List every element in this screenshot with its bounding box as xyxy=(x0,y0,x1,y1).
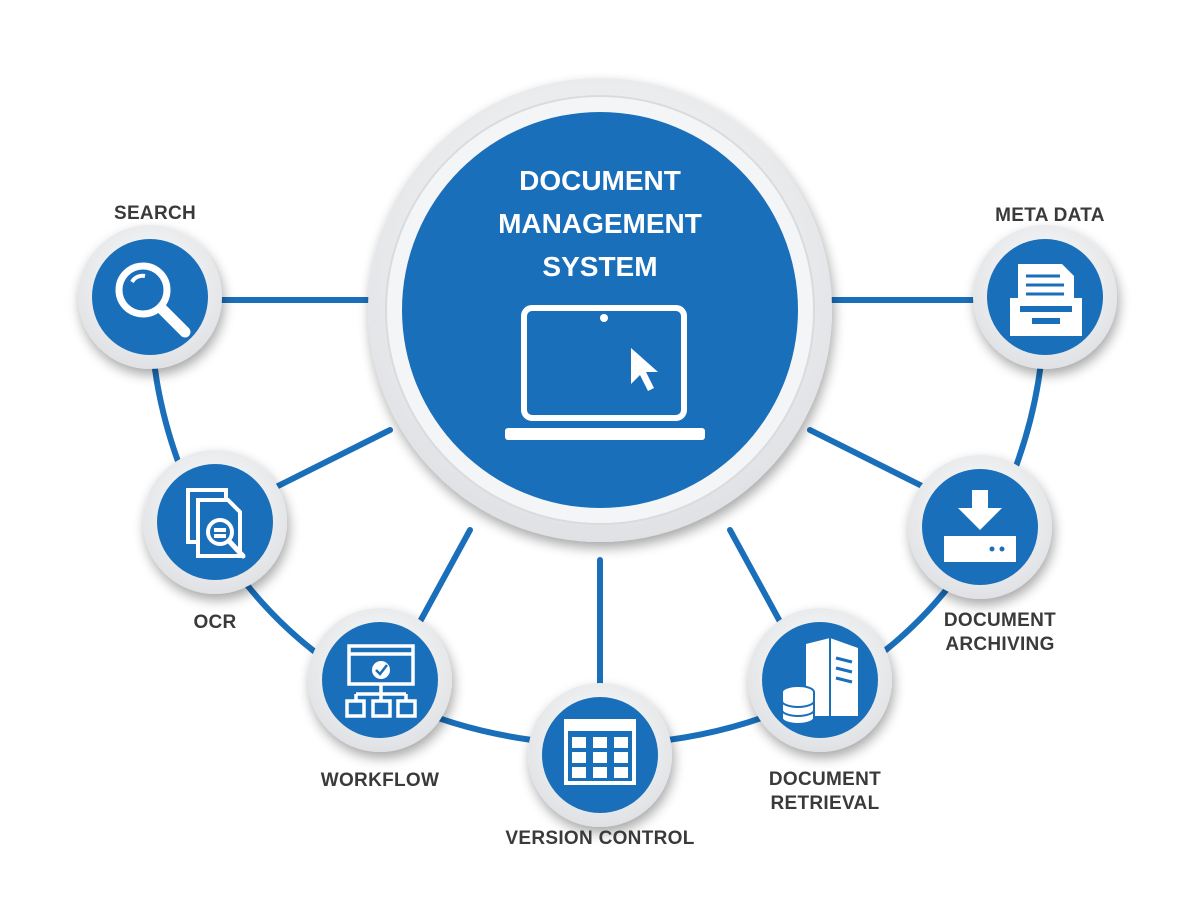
label-document-archiving-line-2: ARCHIVING xyxy=(945,634,1055,655)
spoke-archiving xyxy=(807,427,933,493)
label-document-retrieval: DOCUMENT RETRIEVAL xyxy=(755,768,895,816)
workflow-icon xyxy=(345,644,417,718)
label-document-retrieval-line-1: DOCUMENT xyxy=(768,769,882,790)
label-meta-data: META DATA xyxy=(980,204,1120,228)
center-title-line-2: MANAGEMENT xyxy=(498,208,702,239)
file-drawer-icon xyxy=(1010,264,1082,336)
label-document-archiving: DOCUMENT ARCHIVING xyxy=(930,609,1070,657)
node-document-archiving xyxy=(908,455,1052,599)
label-meta-data-text: META DATA xyxy=(995,205,1105,226)
label-document-archiving-line-1: DOCUMENT xyxy=(943,610,1057,631)
magnifier-icon xyxy=(115,262,191,338)
download-tray-icon xyxy=(944,490,1016,562)
node-meta-data xyxy=(973,225,1117,369)
label-search: SEARCH xyxy=(100,202,210,226)
spoke-ocr xyxy=(267,427,393,493)
laptop-cursor-icon xyxy=(505,305,705,440)
label-version-control: VERSION CONTROL xyxy=(490,827,710,851)
grid-calendar-icon xyxy=(564,719,636,785)
label-ocr-text: OCR xyxy=(193,612,237,633)
node-workflow xyxy=(308,608,452,752)
center-title-line-1: DOCUMENT xyxy=(519,165,681,196)
label-workflow-text: WORKFLOW xyxy=(320,770,440,791)
node-search xyxy=(78,225,222,369)
center-node: DOCUMENT MANAGEMENT SYSTEM xyxy=(368,78,832,542)
node-version-control xyxy=(528,683,672,827)
center-title-line-3: SYSTEM xyxy=(542,251,657,282)
server-database-icon xyxy=(781,638,858,725)
label-workflow: WORKFLOW xyxy=(310,769,450,793)
node-ocr xyxy=(143,450,287,594)
label-search-text: SEARCH xyxy=(113,203,197,224)
node-document-retrieval xyxy=(748,608,892,752)
label-document-retrieval-line-2: RETRIEVAL xyxy=(770,793,880,814)
label-ocr: OCR xyxy=(170,611,260,635)
document-scan-icon xyxy=(186,488,246,559)
label-version-control-text: VERSION CONTROL xyxy=(505,828,695,849)
